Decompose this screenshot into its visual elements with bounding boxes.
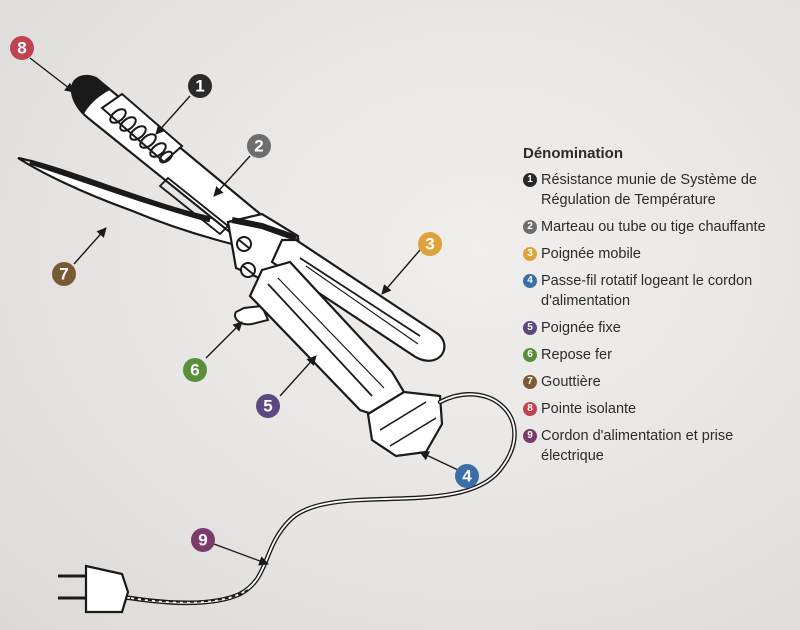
svg-text:8: 8 (17, 39, 26, 58)
svg-text:7: 7 (59, 265, 68, 284)
legend-item-label: Repose fer (541, 347, 612, 363)
marker-1: 1 (188, 74, 212, 98)
heating-coil (109, 108, 174, 164)
legend-item-label: Gouttière (541, 374, 601, 390)
legend-item: 2 Marteau ou tube ou tige chauffante (523, 217, 795, 237)
marker-2: 2 (247, 134, 271, 158)
legend-item-label: Marteau ou tube ou tige chauffante (541, 219, 766, 235)
number-badge: 8 (523, 402, 537, 416)
svg-text:9: 9 (198, 531, 207, 550)
legend-item: 8 Pointe isolante (523, 399, 795, 419)
legend-item: 9 Cordon d'alimentation et prise électri… (523, 426, 795, 466)
legend-item: 5 Poignée fixe (523, 318, 795, 338)
number-badge: 4 (523, 274, 537, 288)
svg-text:3: 3 (425, 235, 434, 254)
number-badge: 3 (523, 247, 537, 261)
number-badge: 2 (523, 220, 537, 234)
number-badge: 1 (523, 173, 537, 187)
marker-4: 4 (455, 464, 479, 488)
power-cord (101, 392, 517, 606)
legend-item: 7 Gouttière (523, 372, 795, 392)
marker-3: 3 (418, 232, 442, 256)
marker-6: 6 (183, 358, 207, 382)
number-badge: 5 (523, 321, 537, 335)
svg-text:1: 1 (195, 77, 204, 96)
leader-arrows (29, 57, 459, 566)
svg-text:6: 6 (190, 361, 199, 380)
power-plug (84, 564, 130, 614)
legend-item-label: Poignée fixe (541, 320, 621, 336)
legend-item-label: Passe-fil rotatif logeant le cordon d'al… (541, 273, 753, 309)
legend-item-label: Cordon d'alimentation et prise électriqu… (541, 428, 734, 464)
marker-5: 5 (256, 394, 280, 418)
legend-item-label: Pointe isolante (541, 401, 637, 417)
legend-item: 6 Repose fer (523, 345, 795, 365)
movable-handle (270, 238, 446, 362)
legend-item: 4 Passe-fil rotatif logeant le cordon d'… (523, 271, 795, 311)
marker-8: 8 (10, 36, 34, 60)
number-badge: 6 (523, 348, 537, 362)
marker-7: 7 (52, 262, 76, 286)
legend-item: 3 Poignée mobile (523, 244, 795, 264)
legend-item-label: Poignée mobile (541, 246, 641, 262)
svg-text:2: 2 (254, 137, 263, 156)
marker-9: 9 (191, 528, 215, 552)
swivel-cord-guard (366, 390, 444, 458)
legend-item: 1 Résistance munie de Système de Régulat… (523, 170, 795, 210)
legend: Dénomination 1 Résistance munie de Systè… (523, 144, 795, 473)
insulated-tip (71, 75, 110, 114)
number-badge: 9 (523, 429, 537, 443)
legend-item-label: Résistance munie de Système de Régulatio… (541, 172, 757, 208)
legend-title: Dénomination (523, 145, 623, 162)
heating-element-window (100, 92, 184, 164)
svg-text:5: 5 (263, 397, 272, 416)
svg-text:4: 4 (462, 467, 472, 486)
number-badge: 7 (523, 375, 537, 389)
